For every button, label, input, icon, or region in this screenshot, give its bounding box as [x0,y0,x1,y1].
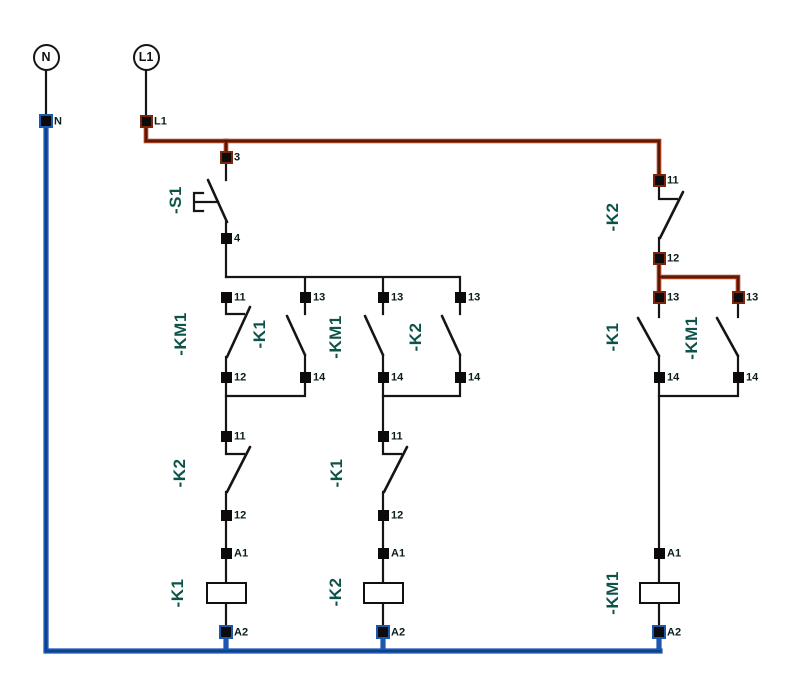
terminal-label: 3 [234,151,241,163]
k1-no-contact-13-14 [285,300,307,374]
component-label-k2: -K2 [326,577,345,607]
terminal-label: N [54,115,62,127]
component-label-km1: -KM1 [326,315,345,359]
terminal-label: A1 [667,547,682,559]
source-circle-n: N [32,43,60,71]
terminal-square [220,291,232,303]
s1-push-button [192,178,229,224]
component-label-s1: -S1 [166,186,185,214]
terminal-square [731,290,745,304]
terminal-square [220,430,232,442]
component-label-km1: -KM1 [603,571,622,615]
coil-k2 [362,582,404,604]
component-label-k1: -K1 [250,319,269,349]
terminal-label: A1 [234,547,249,559]
terminal-label: A2 [234,626,249,638]
component-label-km1: -KM1 [171,312,190,356]
terminal-label: 12 [234,509,247,521]
terminal-square [652,625,666,639]
component-label-km1: -KM1 [682,316,701,360]
rung3-wires [657,380,740,628]
terminal-square [219,150,233,164]
terminal-square [377,547,389,559]
terminal-label: 13 [391,291,404,303]
k1-nc-contact-11-12 [381,439,409,512]
terminal-square [653,547,665,559]
terminal-label: 14 [667,371,680,383]
k2-nc-contact-11-12 [224,439,252,512]
component-label-k2: -K2 [406,322,425,352]
terminal-label: A2 [667,626,682,638]
km1-nc-contact-11-12 [224,300,252,374]
terminal-label: A2 [391,626,406,638]
terminal-label: 14 [391,371,404,383]
terminal-square [220,371,232,383]
terminal-label: 13 [667,291,680,303]
component-label-k1: -K1 [327,458,346,488]
terminal-label: A1 [391,547,406,559]
source-circle-l1: L1 [132,43,160,71]
terminal-label: 13 [468,291,481,303]
terminal-square [219,625,233,639]
terminal-label: L1 [154,115,167,127]
component-label-k2: -K2 [603,202,622,232]
terminal-square [454,371,466,383]
k2-no-contact-13-14 [440,300,462,374]
terminal-label: 11 [234,430,246,442]
terminal-square [652,173,666,187]
phase-rail [143,125,741,295]
terminal-square [377,509,389,521]
terminal-label: 12 [667,252,680,264]
coil-k1 [205,582,247,604]
km1-no-contact-13-14 [363,300,385,374]
terminal-square [220,509,232,521]
terminal-label: 13 [313,291,326,303]
rung2-wires [381,380,462,628]
terminal-square [377,291,389,303]
terminal-label: 12 [391,509,404,521]
terminal-square [376,625,390,639]
coil-km1 [638,582,680,604]
terminal-label: 12 [234,371,247,383]
source-leads [44,69,148,117]
neutral-rail [43,123,663,654]
terminal-square [732,371,744,383]
terminal-label: 14 [313,371,326,383]
terminal-square [454,291,466,303]
terminal-square [652,290,666,304]
terminal-square [299,371,311,383]
terminal-label: 13 [746,291,759,303]
terminal-square [299,291,311,303]
terminal-square [377,371,389,383]
component-label-k1: -K1 [603,322,622,352]
component-label-k1: -K1 [168,578,187,608]
terminal-square [139,114,153,128]
k2-nc-contact-rung3 [657,184,685,255]
terminal-square [652,251,666,265]
terminal-label: 4 [234,232,241,244]
terminal-square [377,430,389,442]
terminal-square [220,547,232,559]
terminal-square [653,371,665,383]
rung1-wires [224,161,462,628]
km1-no-contact-rung3 [715,300,740,374]
terminal-label: 14 [468,371,481,383]
component-label-k2: -K2 [170,458,189,488]
terminal-label: 11 [234,291,246,303]
terminal-label: 11 [667,174,679,186]
terminal-square [220,232,232,244]
terminal-label: 11 [391,430,403,442]
terminal-label: 14 [746,371,759,383]
terminal-square [39,114,53,128]
k1-no-contact-rung3 [636,300,661,374]
